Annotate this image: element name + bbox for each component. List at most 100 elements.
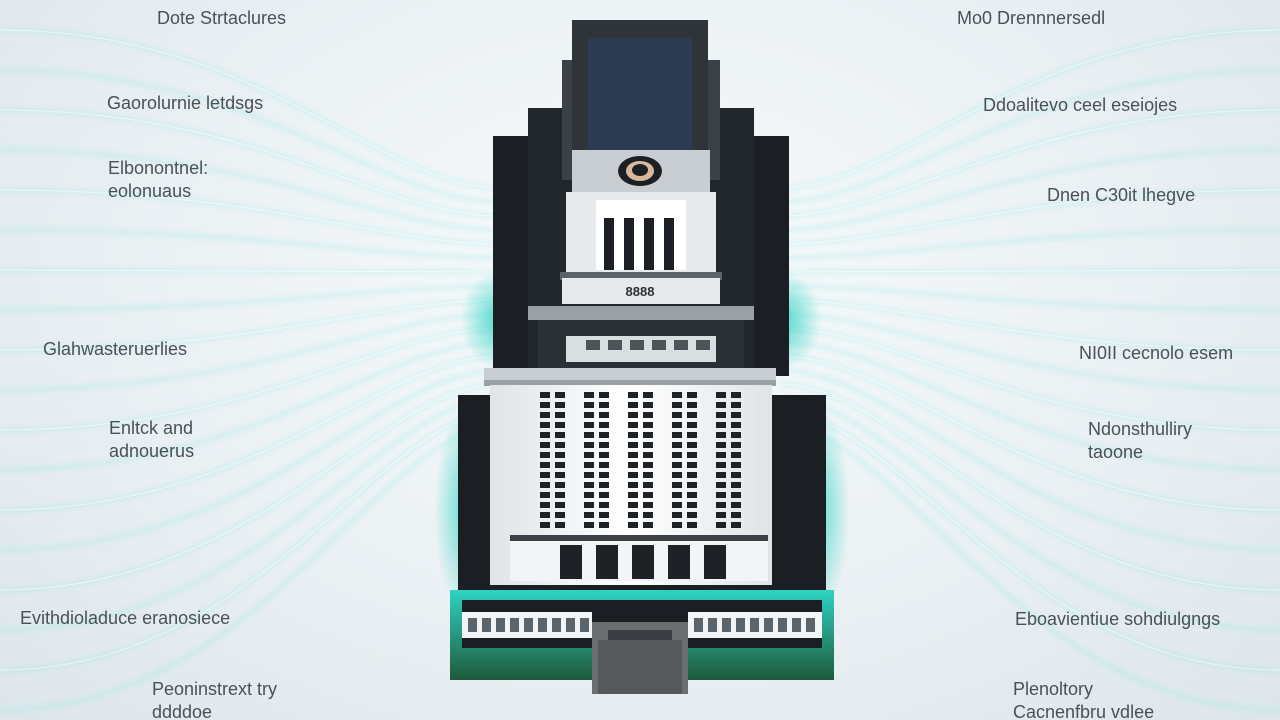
- left-label-1-line-1: Dote Strtaclures: [157, 8, 287, 28]
- window: [687, 512, 697, 518]
- left-label-4: Glahwasteruerlies: [43, 338, 187, 361]
- glow-line: [779, 312, 1280, 392]
- window: [672, 442, 682, 448]
- window: [599, 482, 609, 488]
- glow-line: [779, 424, 1280, 712]
- window: [555, 482, 565, 488]
- right-label-4-line-1: NI0II cecnolo esem: [1079, 343, 1234, 363]
- window: [716, 452, 726, 458]
- glow-line: [0, 396, 501, 632]
- window: [731, 452, 741, 458]
- window: [643, 512, 653, 518]
- glow-line: [779, 68, 1280, 204]
- window: [599, 512, 609, 518]
- window: [628, 402, 638, 408]
- window: [540, 432, 550, 438]
- left-label-5-line-2: adnouerus: [109, 441, 195, 461]
- window: [584, 422, 594, 428]
- window: [584, 462, 594, 468]
- podium-window: [708, 618, 717, 632]
- glow-line: [779, 368, 1280, 552]
- glow-line: [0, 312, 501, 392]
- podium-window: [482, 618, 491, 632]
- podium-window: [778, 618, 787, 632]
- window: [716, 522, 726, 528]
- window: [540, 522, 550, 528]
- window: [643, 482, 653, 488]
- window: [628, 392, 638, 398]
- window: [599, 432, 609, 438]
- window: [584, 442, 594, 448]
- right-label-3-line-1: Dnen C30it lhegve: [1047, 185, 1196, 205]
- window: [643, 412, 653, 418]
- window: [643, 392, 653, 398]
- glow-line-core: [0, 29, 501, 189]
- glow-line: [779, 396, 1280, 632]
- glow-line: [0, 228, 501, 260]
- glow-line: [0, 108, 501, 218]
- glow-line: [779, 148, 1280, 232]
- glow-line-core: [0, 269, 501, 273]
- window: [628, 472, 638, 478]
- glow-line-core: [0, 355, 501, 511]
- right-label-1: Mo0 Drennnersedl: [957, 7, 1105, 30]
- glow-line: [0, 382, 501, 592]
- window: [628, 502, 638, 508]
- window: [672, 402, 682, 408]
- window: [628, 482, 638, 488]
- window: [731, 482, 741, 488]
- podium-window: [468, 618, 477, 632]
- right-label-6-line-1: Eboavientiue sohdiulgngs: [1015, 609, 1221, 629]
- glow-line: [779, 284, 1280, 312]
- window: [672, 482, 682, 488]
- window: [584, 452, 594, 458]
- window: [643, 402, 653, 408]
- window: [672, 452, 682, 458]
- window: [555, 422, 565, 428]
- lobby-window: [596, 545, 618, 579]
- glow-line: [779, 340, 1280, 472]
- window: [731, 502, 741, 508]
- right-label-7-line-1: Plenoltory: [1013, 679, 1094, 699]
- glow-line: [0, 424, 501, 712]
- podium-window: [566, 618, 575, 632]
- window: [716, 492, 726, 498]
- upper-window: [630, 340, 644, 350]
- upper-window: [674, 340, 688, 350]
- podium-window: [764, 618, 773, 632]
- window: [731, 512, 741, 518]
- window: [716, 482, 726, 488]
- left-label-7-line-2: ddddoe: [152, 702, 213, 720]
- lobby-window: [668, 545, 690, 579]
- glow-line-core: [779, 269, 1280, 273]
- glow-line-core: [0, 189, 501, 245]
- window: [555, 392, 565, 398]
- left-label-3-line-2: eolonuaus: [108, 181, 192, 201]
- window: [599, 392, 609, 398]
- window: [584, 512, 594, 518]
- left-label-5-line-1: Enltck and: [109, 418, 194, 438]
- window: [716, 442, 726, 448]
- window: [643, 462, 653, 468]
- column-bar: [624, 218, 634, 270]
- glow-line: [0, 68, 501, 204]
- window: [628, 442, 638, 448]
- upper-window: [696, 340, 710, 350]
- left-label-1: Dote Strtaclures: [157, 7, 286, 30]
- window: [687, 432, 697, 438]
- glow-line-core: [0, 109, 501, 217]
- right-label-7-line-2: Cacnenfbru vdlee: [1013, 702, 1155, 720]
- window: [716, 432, 726, 438]
- window: [687, 452, 697, 458]
- window: [672, 502, 682, 508]
- podium-window: [694, 618, 703, 632]
- window: [584, 502, 594, 508]
- window: [672, 492, 682, 498]
- window: [716, 502, 726, 508]
- window: [628, 492, 638, 498]
- glow-line-core: [779, 355, 1280, 511]
